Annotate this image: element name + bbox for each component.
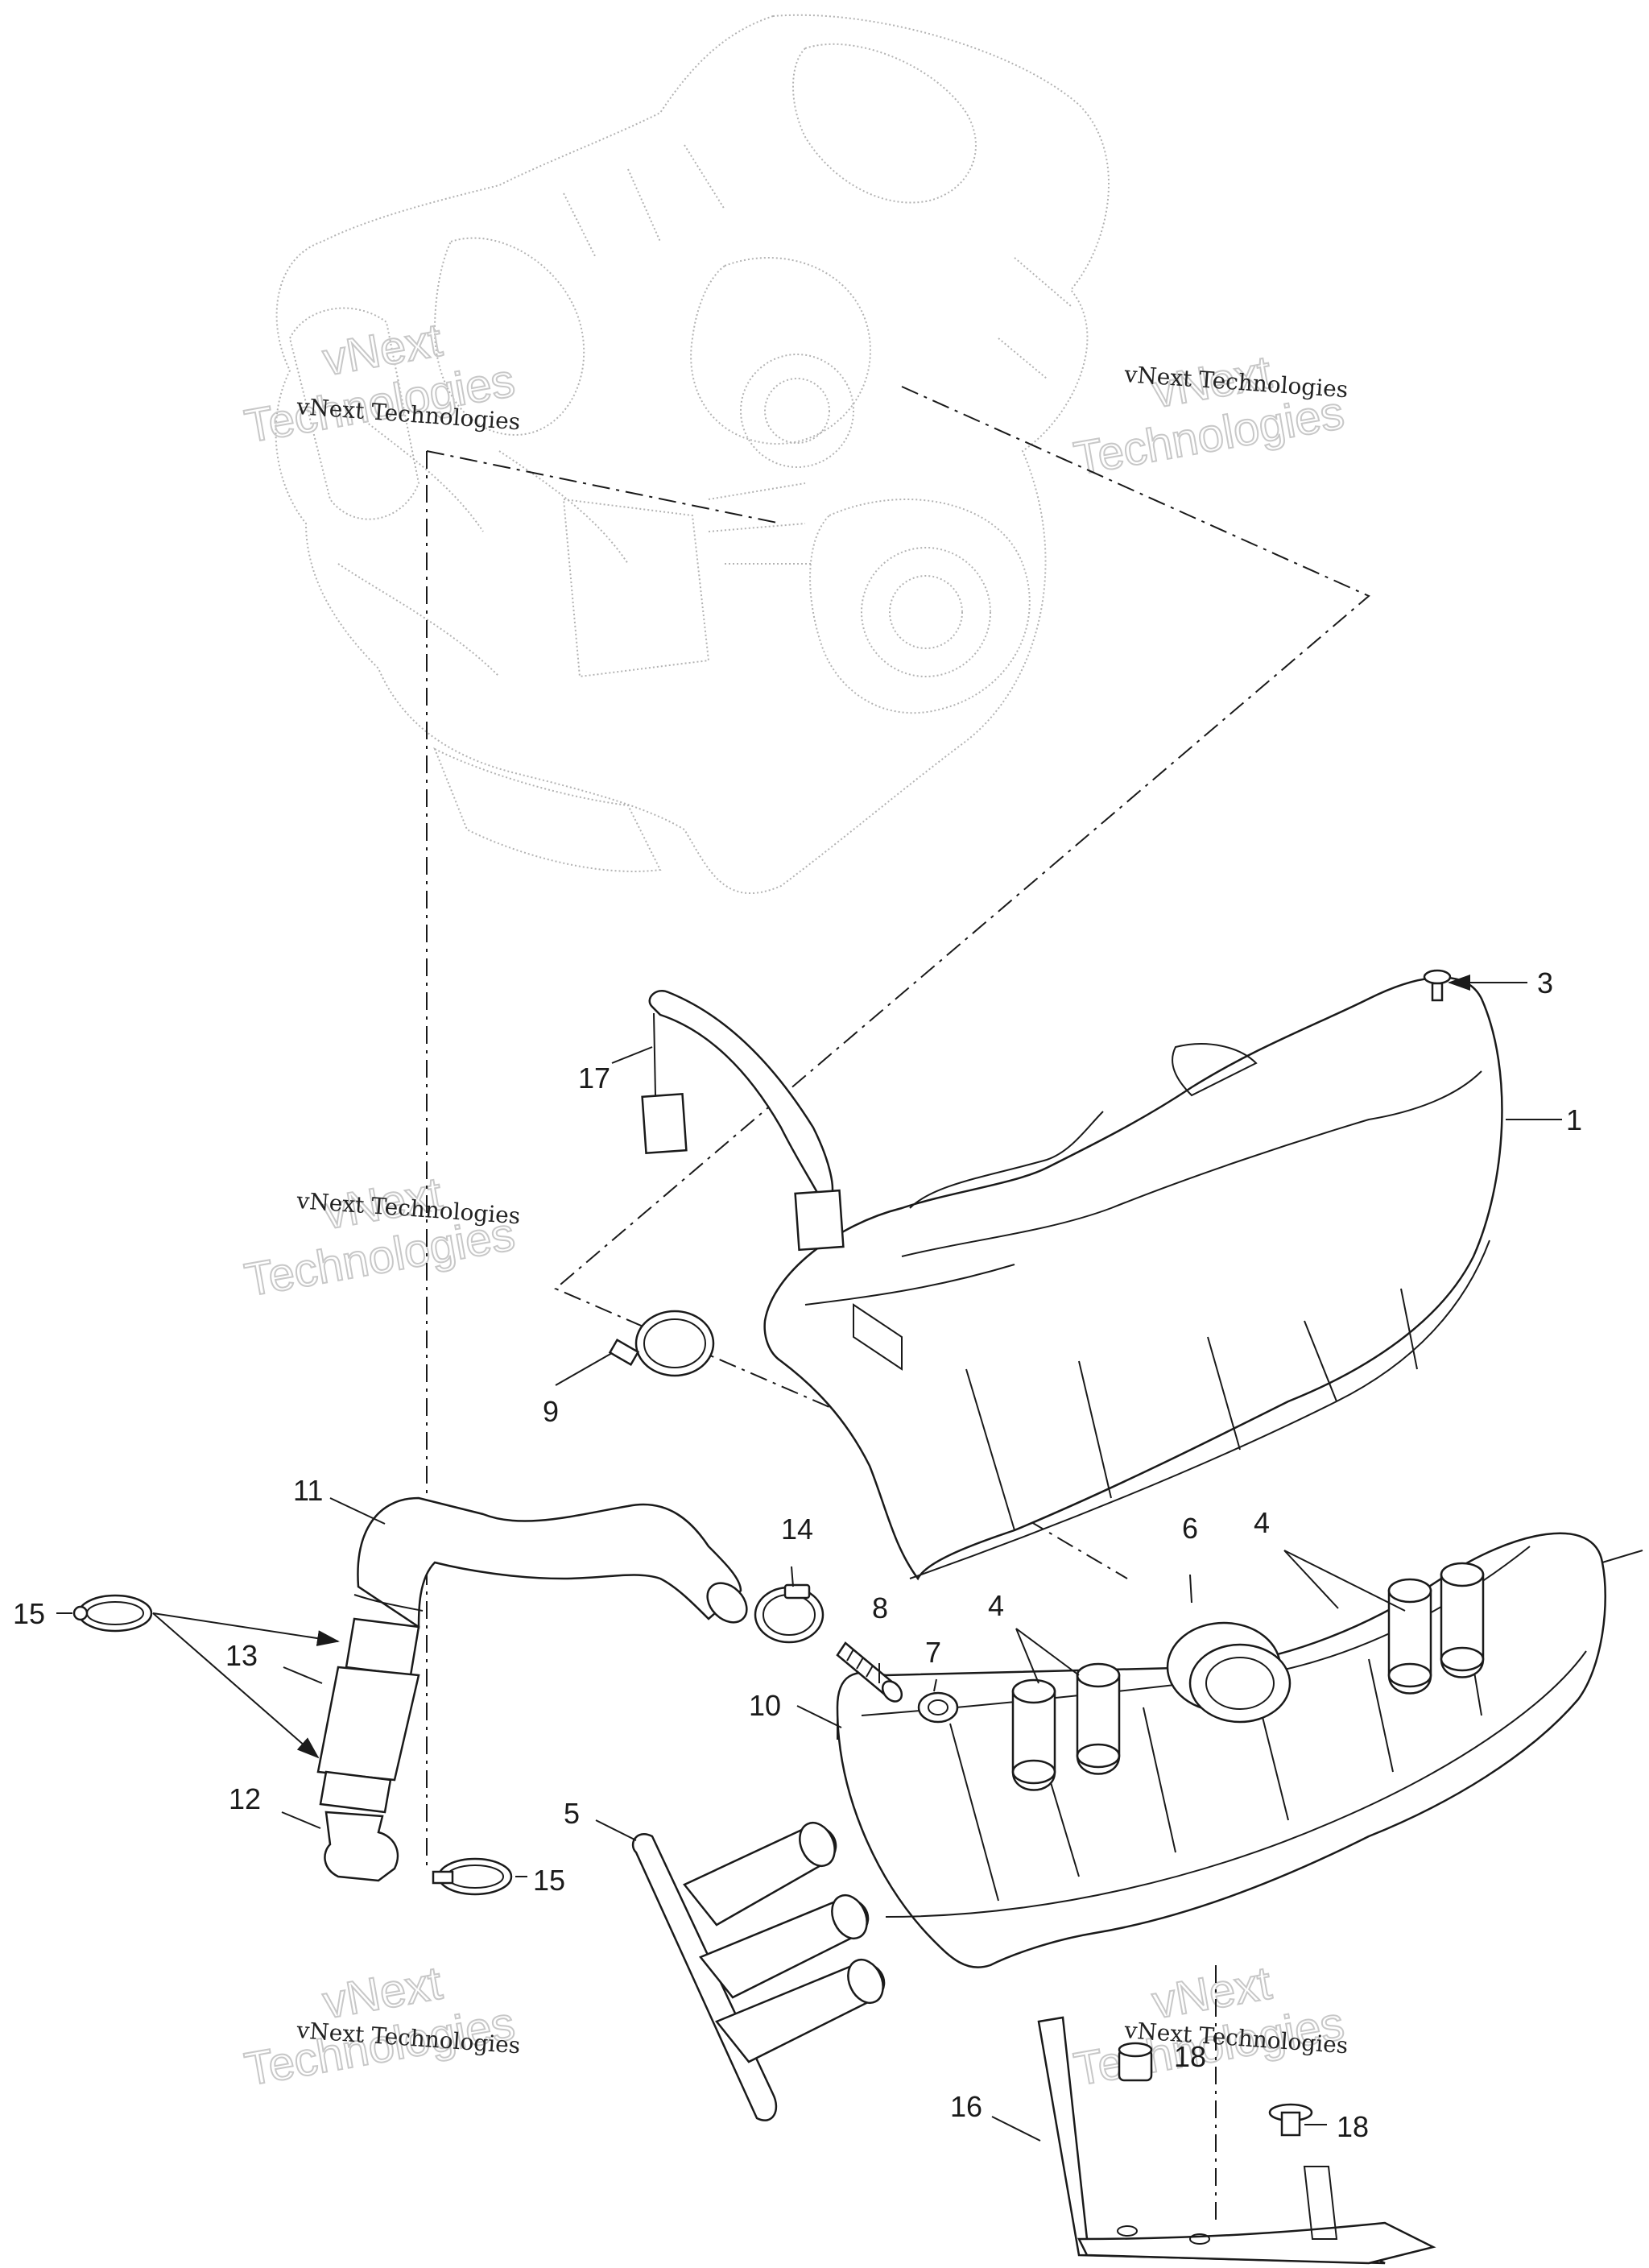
callout-14: 14 [781, 1513, 813, 1546]
callout-17: 17 [578, 1062, 610, 1095]
engine-outline [275, 14, 1110, 895]
callout-13: 13 [225, 1639, 258, 1672]
callout-4-left: 4 [988, 1589, 1004, 1622]
throttle-coupler [1166, 1621, 1292, 1724]
rubber-bumper-upper [1118, 2042, 1153, 2082]
watermark-mid-left: vNext Technologies [240, 1166, 519, 1307]
callout-15-right: 15 [533, 1864, 565, 1897]
callout-10: 10 [749, 1689, 781, 1722]
breather-hose [353, 1496, 748, 1629]
grommet [917, 1691, 959, 1724]
hose-clamp [608, 1310, 715, 1377]
callout-11: 11 [293, 1474, 323, 1507]
inline-filter [316, 1617, 420, 1814]
airbox-cover [763, 976, 1503, 1581]
retaining-strap [641, 990, 845, 1252]
callout-12: 12 [229, 1782, 261, 1815]
airbox-base [836, 1532, 1643, 1968]
hose-clamp-upper [72, 1594, 153, 1633]
callout-18-lower: 18 [1337, 2110, 1369, 2143]
callout-9: 9 [543, 1395, 559, 1428]
callout-15-left: 15 [13, 1597, 45, 1630]
callout-8: 8 [872, 1591, 888, 1624]
velocity-stacks [631, 1822, 886, 2121]
rubber-bumper-lower [1268, 2103, 1313, 2137]
screw [1423, 969, 1452, 1002]
callout-1: 1 [1566, 1103, 1582, 1136]
intake-tubes-right [1387, 1562, 1485, 1695]
callout-6: 6 [1182, 1512, 1198, 1545]
intake-tubes-left [1011, 1662, 1121, 1791]
leader-lines [56, 975, 1562, 2142]
watermark-bottom-left: vNext Technologies [240, 1956, 519, 2096]
callout-7: 7 [925, 1636, 941, 1669]
watermark-top-right: vNext Technologies [1069, 345, 1349, 486]
hose-elbow [324, 1811, 399, 1882]
mounting-bracket [1037, 2016, 1436, 2265]
callout-labels: 3 1 17 9 4 6 4 14 8 7 10 5 11 13 12 15 1… [13, 966, 1582, 2143]
watermark-bottom-right: vNext Technologies [1069, 1956, 1349, 2096]
callout-4-right: 4 [1254, 1506, 1270, 1539]
callout-5: 5 [564, 1797, 580, 1830]
callout-16: 16 [950, 2090, 982, 2123]
hose-clamp-small [754, 1583, 824, 1644]
callout-18-upper: 18 [1174, 2040, 1206, 2073]
hose-clamp-lower [432, 1857, 513, 1896]
callout-3: 3 [1537, 966, 1553, 999]
